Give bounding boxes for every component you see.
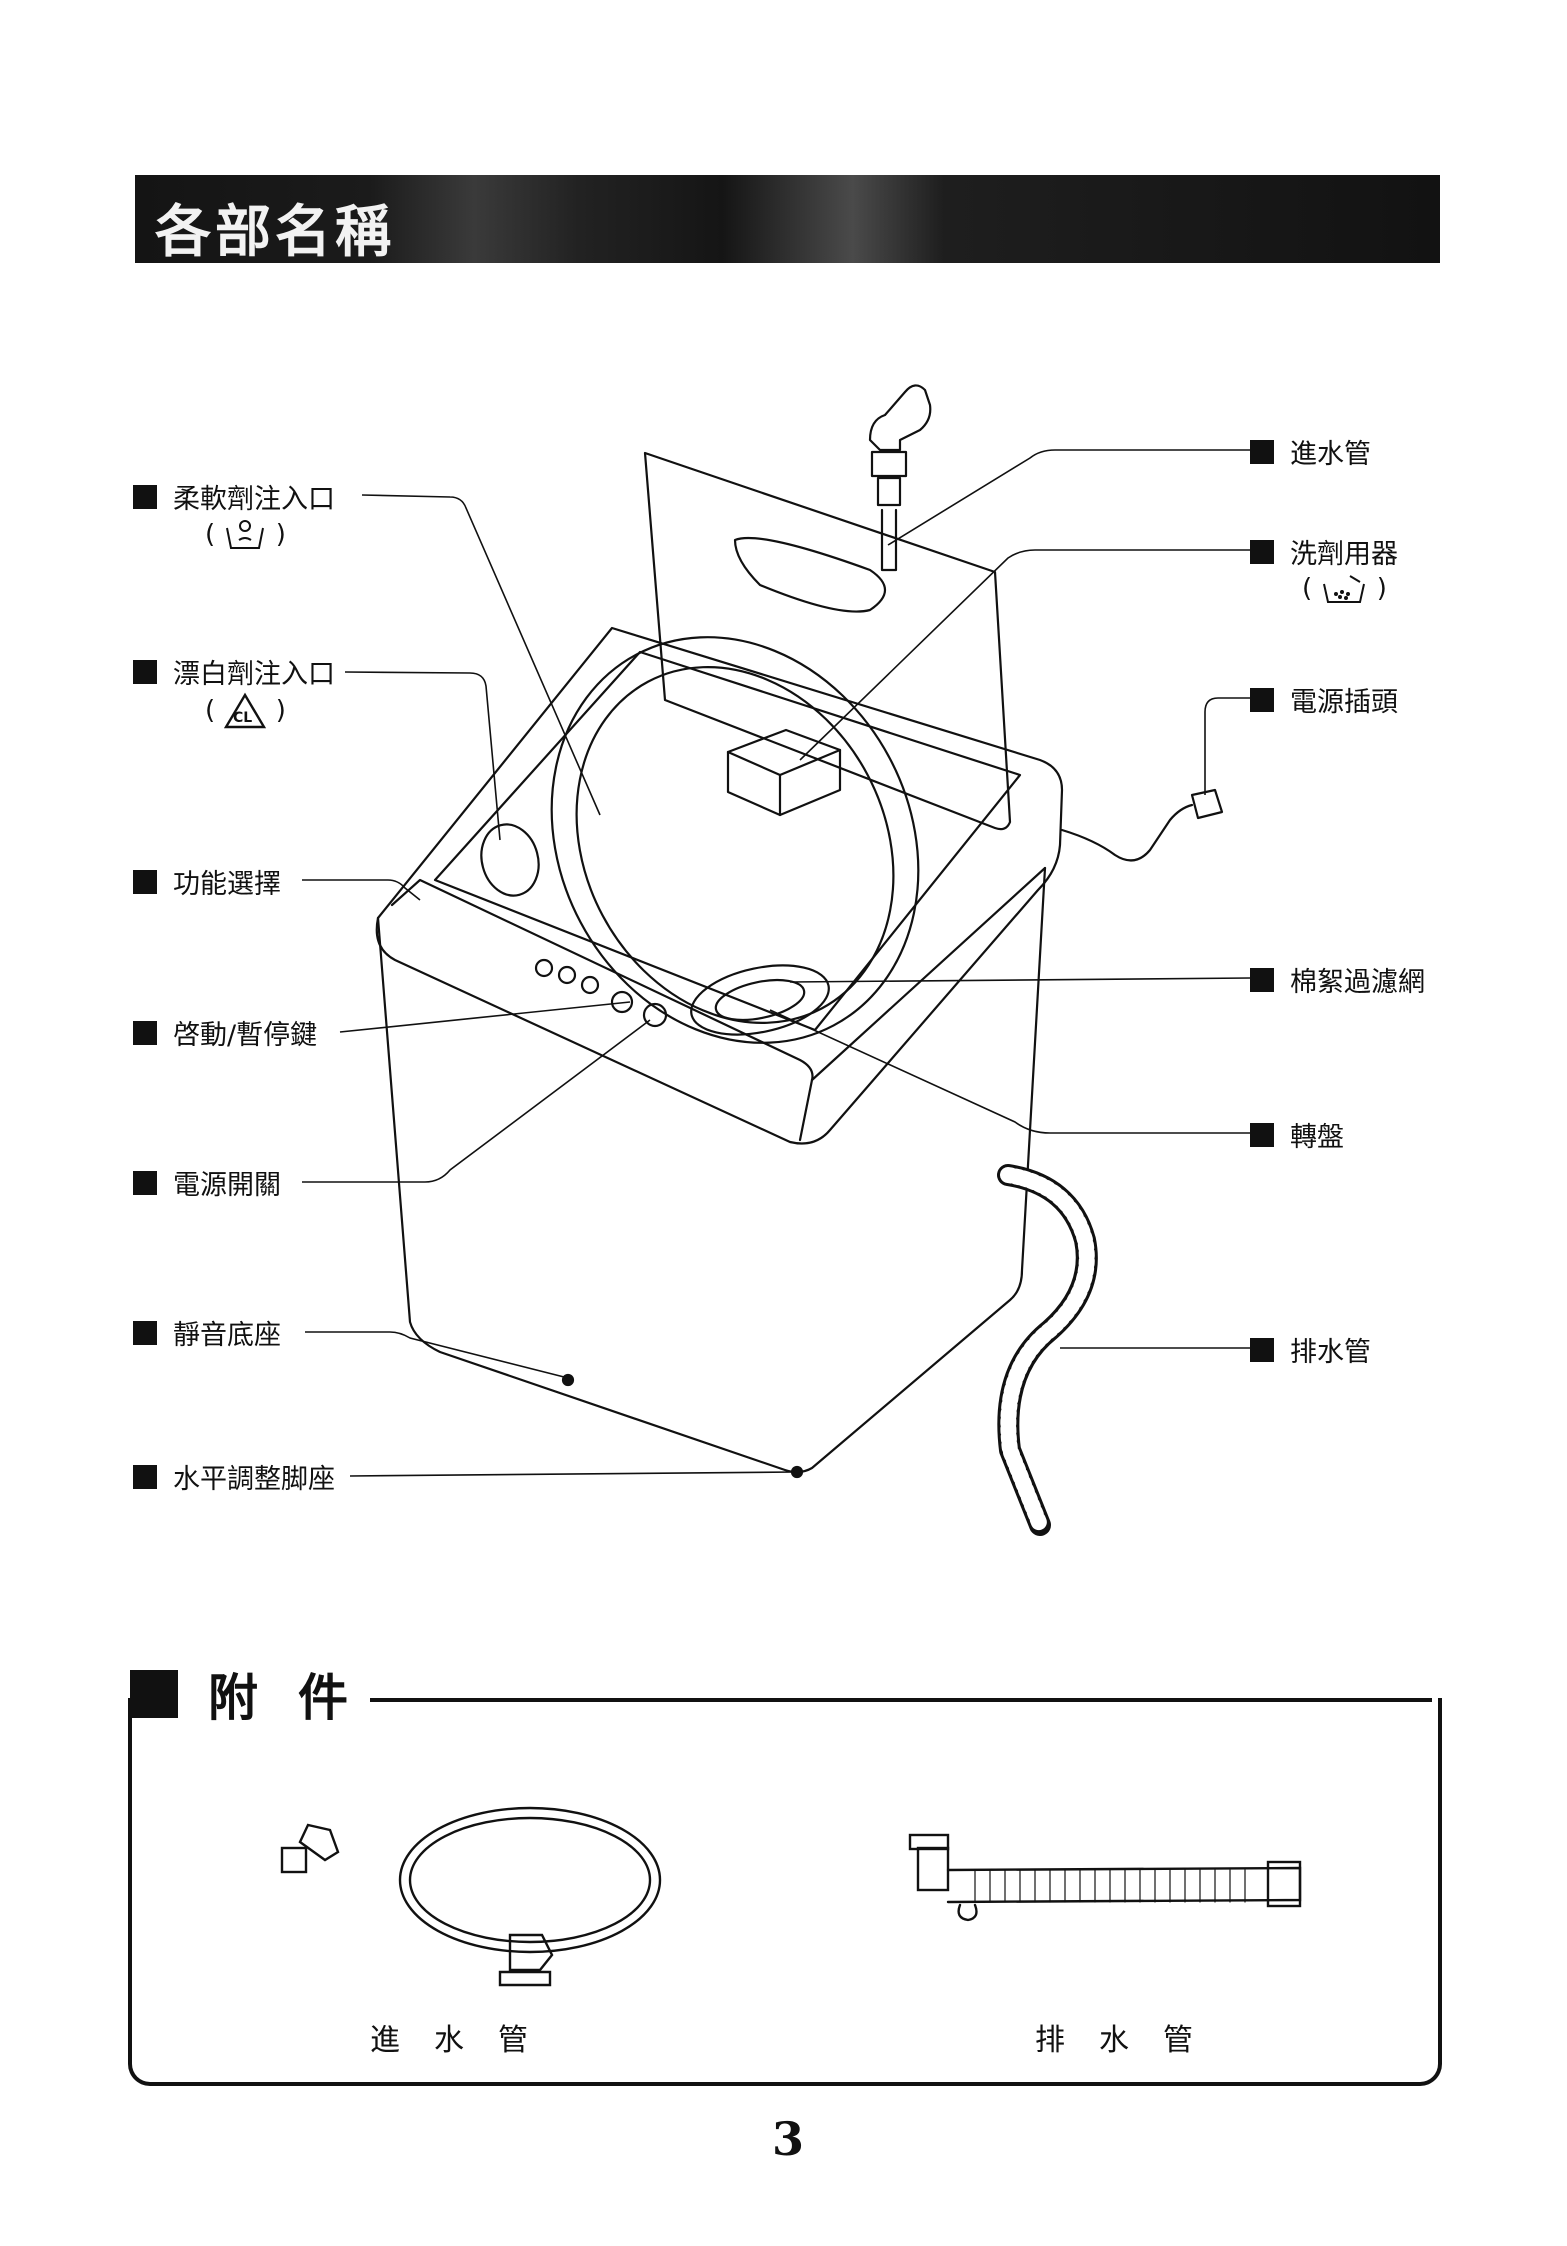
pulsator-text: 轉盤 xyxy=(1290,1115,1344,1154)
lint-filter-text: 棉絮過濾網 xyxy=(1290,960,1425,999)
label-level-feet: 水平調整脚座 xyxy=(133,1457,335,1496)
accessories-heading: 附件 xyxy=(130,1658,388,1730)
softener-label-text: 柔軟劑注入口 xyxy=(173,477,335,516)
bullet-square xyxy=(130,1670,178,1718)
paren-close: ) xyxy=(276,520,286,550)
bullet-square xyxy=(1250,1123,1274,1147)
bullet-square xyxy=(133,1171,157,1195)
chlorine-cl-icon: CL xyxy=(223,692,267,730)
bleach-icon-row: ( CL ) xyxy=(205,692,286,730)
bullet-square xyxy=(1250,968,1274,992)
power-switch-text: 電源開關 xyxy=(173,1163,281,1202)
bullet-square xyxy=(133,1021,157,1045)
accessories-title-text: 附件 xyxy=(208,1658,388,1730)
detergent-text: 洗劑用器 xyxy=(1290,532,1398,571)
label-drain-hose: 排水管 xyxy=(1250,1330,1371,1369)
softener-icon-row: ( ) xyxy=(205,518,286,552)
label-inlet-hose: 進水管 xyxy=(1250,432,1371,471)
bullet-square xyxy=(1250,440,1274,464)
bullet-square xyxy=(1250,540,1274,564)
label-silent-base: 靜音底座 xyxy=(133,1313,281,1352)
label-bleach-inlet: 漂白劑注入口 xyxy=(133,652,335,691)
label-start-pause: 啓動/暫停鍵 xyxy=(133,1013,317,1052)
softener-basin-icon xyxy=(223,518,267,552)
inlet-hose-text: 進水管 xyxy=(1290,432,1371,471)
start-pause-text: 啓動/暫停鍵 xyxy=(173,1013,317,1052)
accessories-rule xyxy=(370,1698,1432,1702)
accessories-box xyxy=(128,1698,1442,2086)
paren-close: ) xyxy=(276,696,286,726)
detergent-icon-row: ( ) xyxy=(1302,572,1387,606)
paren-close: ) xyxy=(1377,574,1387,604)
label-power-plug: 電源插頭 xyxy=(1250,680,1398,719)
level-feet-text: 水平調整脚座 xyxy=(173,1457,335,1496)
bullet-square xyxy=(133,1321,157,1345)
svg-text:CL: CL xyxy=(233,710,252,726)
bullet-square xyxy=(133,660,157,684)
bullet-square xyxy=(133,1465,157,1489)
paren-open: ( xyxy=(1302,574,1312,604)
label-function-select: 功能選擇 xyxy=(133,862,281,901)
page-number: 3 xyxy=(772,2112,804,2166)
power-plug-text: 電源插頭 xyxy=(1290,680,1398,719)
bullet-square xyxy=(1250,1338,1274,1362)
drain-hose-text: 排水管 xyxy=(1290,1330,1371,1369)
bullet-square xyxy=(1250,688,1274,712)
label-lint-filter: 棉絮過濾網 xyxy=(1250,960,1425,999)
silent-base-text: 靜音底座 xyxy=(173,1313,281,1352)
detergent-basin-icon xyxy=(1320,572,1368,606)
bleach-label-text: 漂白劑注入口 xyxy=(173,652,335,691)
label-pulsator: 轉盤 xyxy=(1250,1115,1344,1154)
accessory-label-drain-hose: 排水管 xyxy=(1035,2015,1227,2059)
bullet-square xyxy=(133,485,157,509)
function-select-text: 功能選擇 xyxy=(173,862,281,901)
paren-open: ( xyxy=(205,696,215,726)
label-power-switch: 電源開關 xyxy=(133,1163,281,1202)
accessory-label-inlet-hose: 進水管 xyxy=(370,2015,562,2059)
paren-open: ( xyxy=(205,520,215,550)
label-softener-inlet: 柔軟劑注入口 xyxy=(133,477,335,516)
label-detergent: 洗劑用器 xyxy=(1250,532,1398,571)
bullet-square xyxy=(133,870,157,894)
